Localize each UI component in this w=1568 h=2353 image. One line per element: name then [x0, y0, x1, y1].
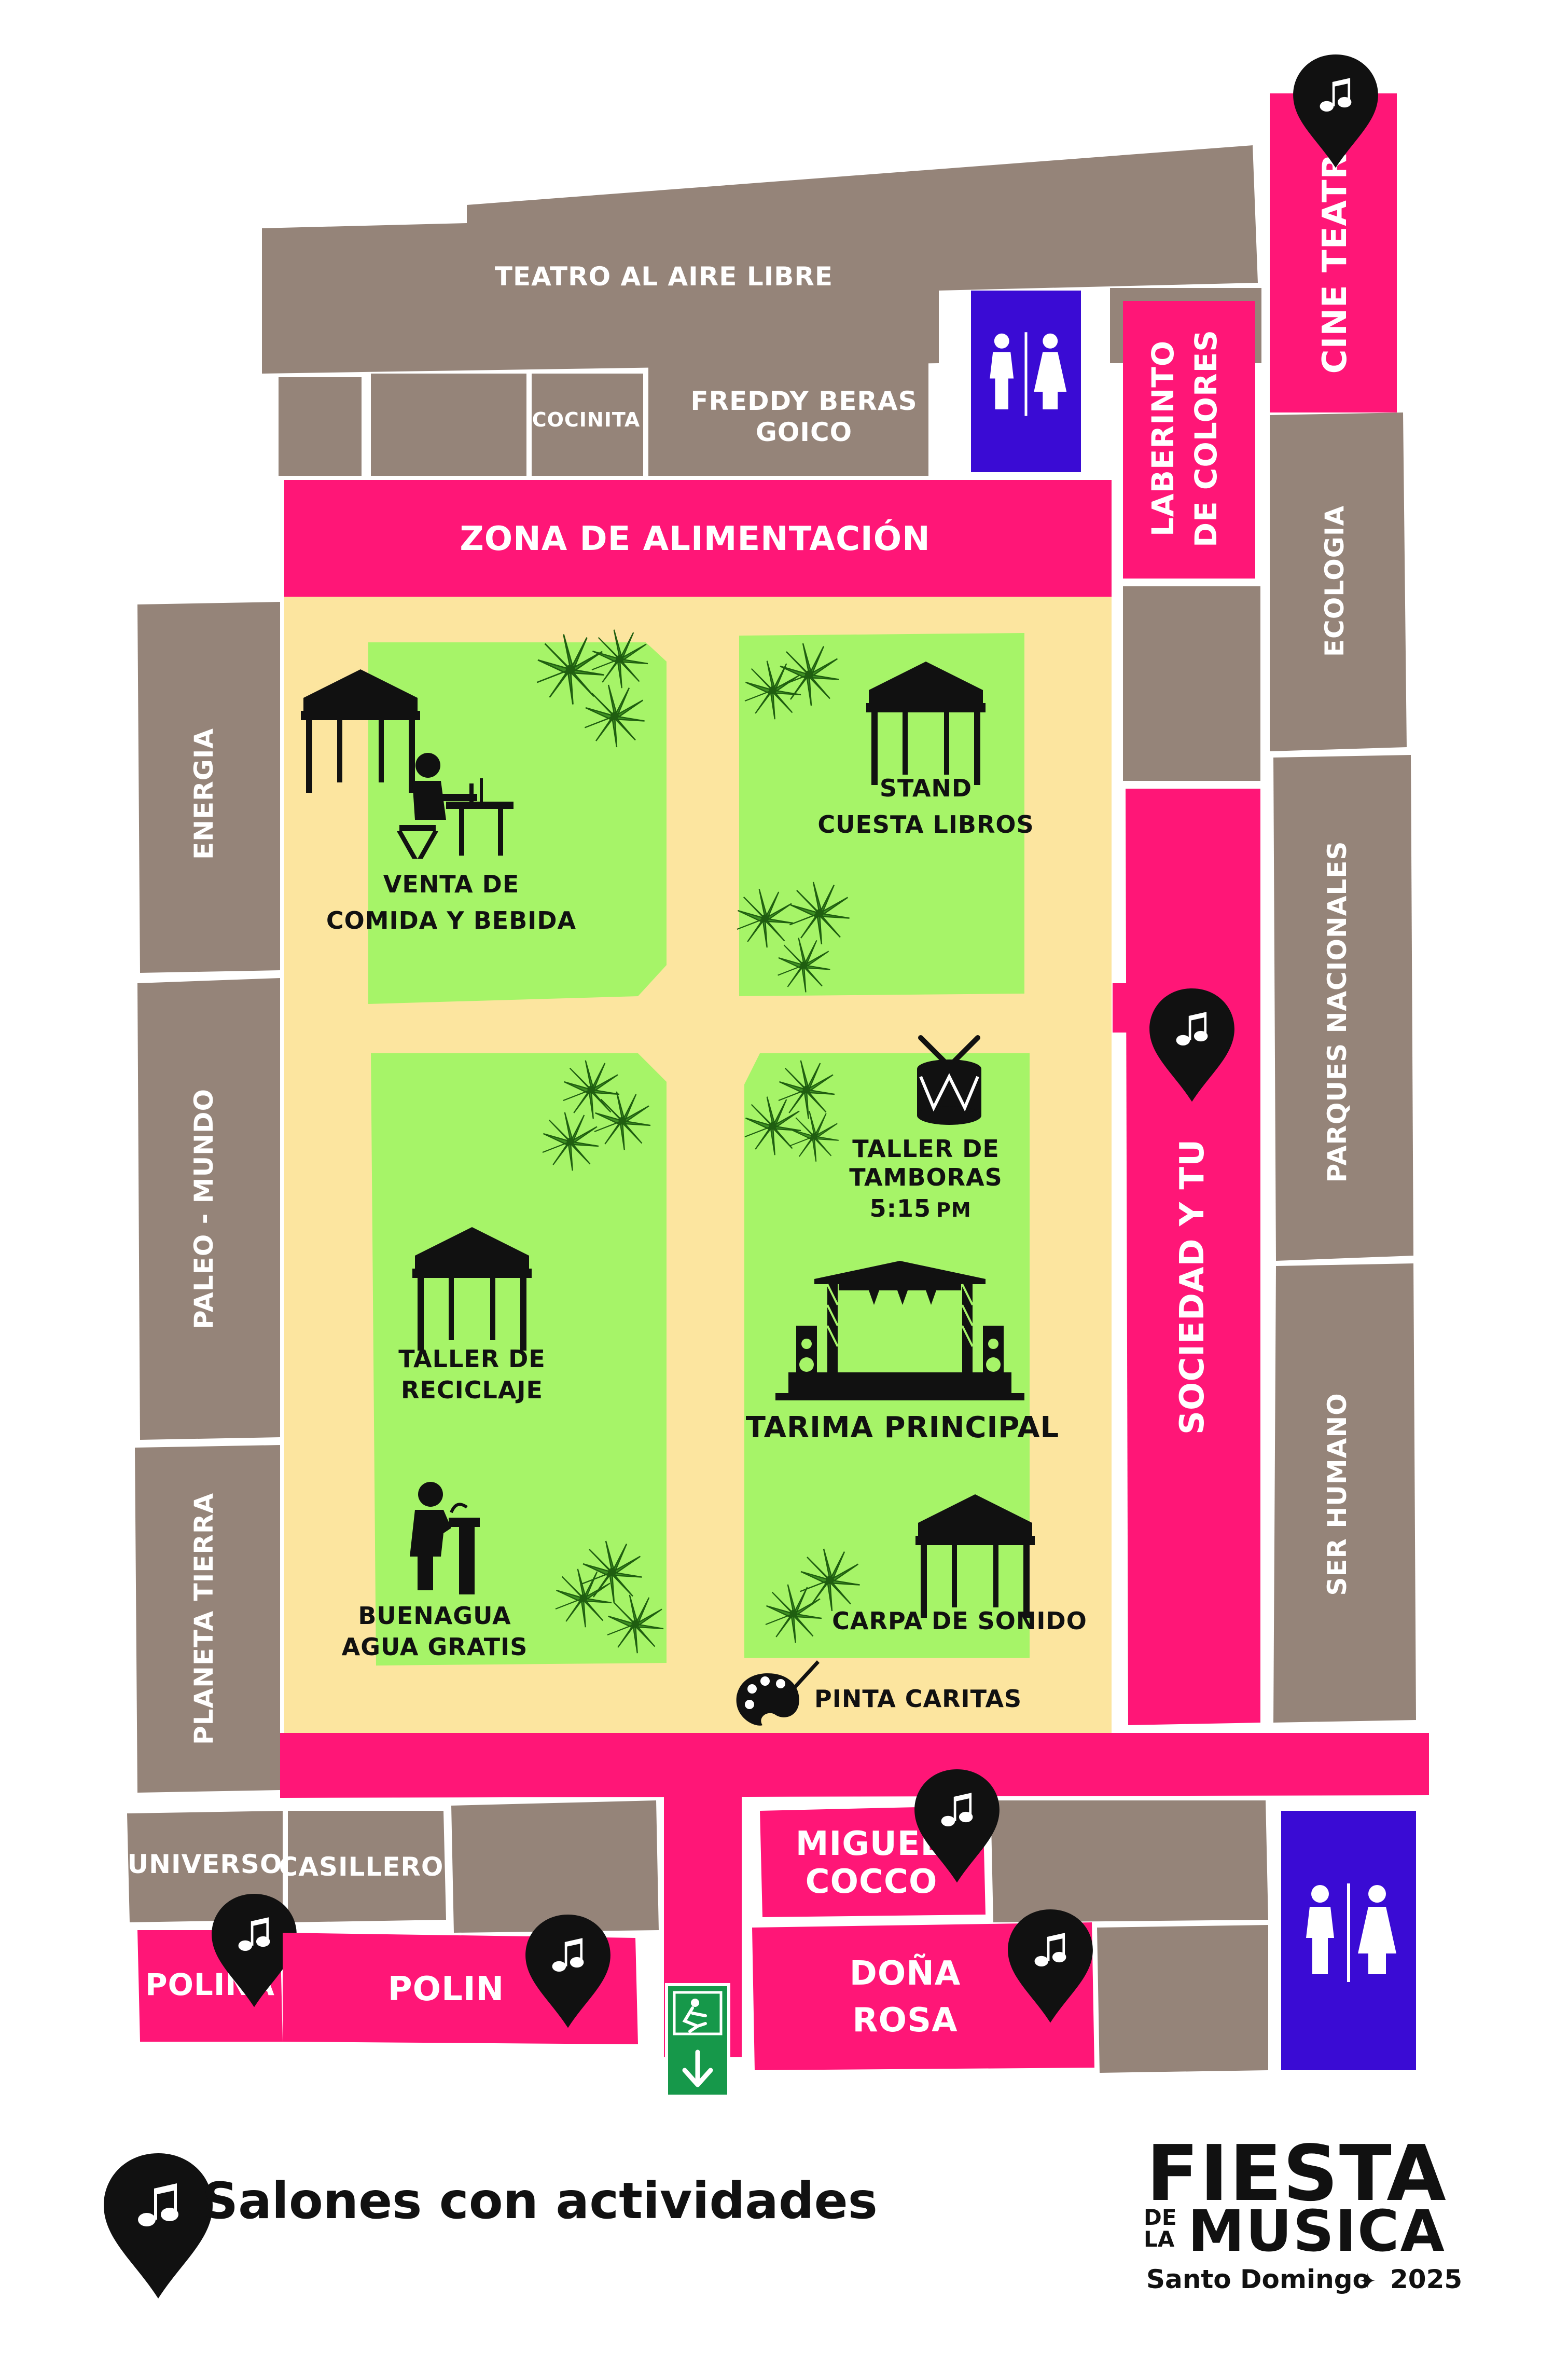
- cocinita-label: COCINITA: [532, 408, 641, 431]
- ser-humano-building[interactable]: [1273, 1263, 1416, 1723]
- brand-la: LA: [1144, 2226, 1175, 2252]
- planeta-tierra-label: PLANETA TIERRA: [189, 1493, 219, 1745]
- paleo-mundo-building[interactable]: [137, 978, 280, 1440]
- music-pin-icon: [104, 2153, 213, 2299]
- universo-label: UNIVERSO: [128, 1849, 283, 1879]
- pinta-caritas-label: PINTA CARITAS: [814, 1685, 1022, 1713]
- energia-label: ENERGIA: [189, 728, 219, 860]
- venta-label-2: COMIDA Y BEBIDA: [326, 906, 576, 934]
- building-block: [371, 374, 526, 476]
- zona-de-alimentacion-hall[interactable]: [284, 480, 1112, 597]
- freddy-beras-label-2: GOICO: [756, 417, 852, 447]
- tamboras-label-1: TALLER DE: [852, 1135, 1000, 1163]
- brand-year: 2025: [1390, 2264, 1462, 2294]
- laberinto-label-1: LABERINTO: [1145, 340, 1181, 536]
- tarima-principal-label: TARIMA PRINCIPAL: [746, 1411, 1059, 1444]
- drum-icon: [917, 1035, 981, 1125]
- stand-label-2: CUESTA LIBROS: [817, 810, 1034, 838]
- ecologia-building[interactable]: [1270, 412, 1407, 751]
- brand-de: DE: [1144, 2205, 1177, 2230]
- diner-icon: [397, 753, 514, 859]
- brand-line2: MUSICA: [1188, 2198, 1446, 2264]
- tamboras-label-2: TAMBORAS: [849, 1163, 1003, 1191]
- universo-building[interactable]: [127, 1811, 283, 1922]
- parques-nacionales-building[interactable]: [1273, 755, 1413, 1261]
- polin-label: POLIN: [388, 1970, 504, 2008]
- ecologia-label: ECOLOGIA: [1320, 505, 1350, 657]
- stand-label-1: STAND: [880, 774, 972, 802]
- miguel-cocco-label-2: COCCO: [806, 1863, 938, 1901]
- laberinto-de-colores-hall[interactable]: [1123, 301, 1255, 579]
- tamboras-pm: PM: [936, 1199, 972, 1221]
- parques-nacionales-label: PARQUES NACIONALES: [1322, 841, 1352, 1183]
- casilleros-building[interactable]: [288, 1811, 446, 1922]
- energia-building[interactable]: [137, 602, 280, 973]
- casilleros-label: CASILLEROS: [279, 1852, 463, 1882]
- stage-icon: [775, 1261, 1024, 1400]
- buenagua-label-2: AGUA GRATIS: [342, 1633, 528, 1661]
- garden-nw: [368, 642, 667, 1004]
- garden-sw: [371, 1053, 667, 1666]
- building-block: [1097, 1925, 1268, 2073]
- zona-de-alimentacion-label: ZONA DE ALIMENTACIÓN: [460, 519, 930, 558]
- sociedad-y-tu-label: SOCIEDAD Y TU: [1173, 1139, 1212, 1435]
- building-block: [1123, 586, 1260, 781]
- teatro-al-aire-libre-building[interactable]: [262, 145, 1258, 374]
- freddy-beras-goico-building[interactable]: [648, 363, 928, 476]
- dona-rosa-hall[interactable]: [752, 1922, 1094, 2070]
- reciclaje-label-1: TALLER DE: [398, 1345, 546, 1373]
- dona-rosa-label-2: ROSA: [852, 2001, 958, 2040]
- fiesta-de-la-musica-logo: FIESTA DE LA MUSICA Santo Domingo ✦ 2025: [1144, 2129, 1462, 2294]
- ser-humano-label: SER HUMANO: [1322, 1393, 1352, 1595]
- planeta-tierra-building[interactable]: [135, 1445, 280, 1793]
- tamboras-time: 5:15: [870, 1194, 931, 1222]
- freddy-beras-label-1: FREDDY BERAS: [690, 386, 917, 416]
- brand-city: Santo Domingo: [1146, 2264, 1370, 2294]
- carpa-de-sonido-label: CARPA DE SONIDO: [832, 1607, 1087, 1635]
- water-fountain-icon: [410, 1482, 480, 1594]
- buenagua-label-1: BUENAGUA: [358, 1602, 511, 1630]
- building-block: [279, 377, 362, 476]
- miguel-cocco-label-1: MIGUEL: [796, 1825, 942, 1863]
- teatro-al-aire-libre-label: TEATRO AL AIRE LIBRE: [495, 262, 833, 292]
- brand-separator: ✦: [1359, 2269, 1377, 2293]
- emergency-exit-icon[interactable]: [665, 1983, 730, 2098]
- legend-label: Salones con actividades: [202, 2172, 878, 2230]
- cocinita-building[interactable]: [532, 374, 643, 476]
- building-block: [991, 1800, 1268, 1922]
- laberinto-label-2: DE COLORES: [1188, 329, 1224, 547]
- reciclaje-label-2: RECICLAJE: [401, 1376, 543, 1404]
- paleo-mundo-label: PALEO - MUNDO: [189, 1089, 219, 1329]
- sociedad-y-tu-connector: [1113, 983, 1128, 1033]
- brand-line1: FIESTA: [1146, 2129, 1447, 2218]
- palette-icon: [736, 1660, 820, 1726]
- dona-rosa-label-1: DOÑA: [850, 1953, 961, 1993]
- venta-label-1: VENTA DE: [383, 870, 520, 898]
- bottom-corridor: [280, 1733, 1429, 1798]
- building-block: [451, 1800, 659, 1933]
